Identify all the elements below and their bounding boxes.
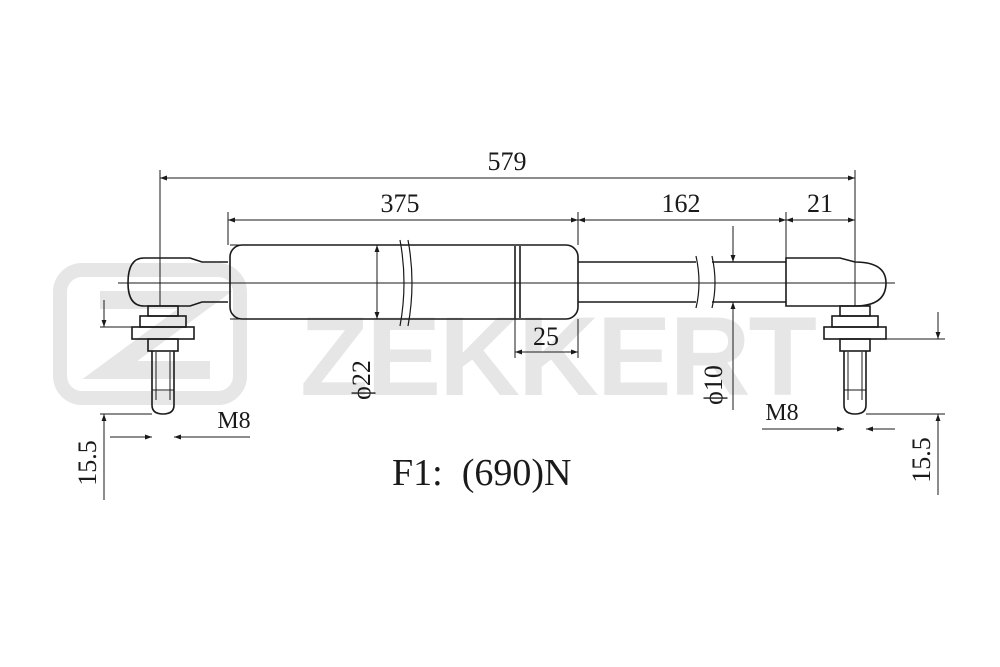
dim-stud-right-label: 15.5 bbox=[907, 437, 936, 483]
piston-rod bbox=[578, 261, 786, 303]
break-mark-cylinder bbox=[399, 239, 413, 327]
break-mark-rod bbox=[695, 255, 716, 309]
dim-cylinder-label: 375 bbox=[381, 189, 420, 218]
dimension-labels: 579 375 162 21 25 ϕ22 ϕ10 M8 M8 15.5 15.… bbox=[73, 147, 936, 494]
dim-guide-label: 25 bbox=[533, 322, 559, 351]
gas-spring-part bbox=[118, 239, 895, 415]
dim-overall-label: 579 bbox=[488, 147, 527, 176]
watermark: ZEKKERT bbox=[53, 263, 818, 419]
right-ball-stud bbox=[823, 305, 887, 415]
dim-thread-right-label: M8 bbox=[765, 400, 798, 426]
dim-rod-diameter-label: ϕ10 bbox=[699, 365, 728, 405]
dim-stud-left-label: 15.5 bbox=[73, 440, 102, 486]
dim-cylinder-diameter-label: ϕ22 bbox=[347, 360, 376, 400]
cylinder-body bbox=[229, 244, 579, 320]
watermark-brand: ZEKKERT bbox=[300, 294, 816, 419]
dim-end-label: 21 bbox=[807, 189, 833, 218]
dim-thread-left-label: M8 bbox=[217, 408, 250, 434]
dim-rod-label: 162 bbox=[662, 189, 701, 218]
left-ball-stud bbox=[131, 305, 195, 415]
force-label: F1: (690)N bbox=[392, 452, 571, 494]
dimension-lines bbox=[101, 175, 941, 500]
